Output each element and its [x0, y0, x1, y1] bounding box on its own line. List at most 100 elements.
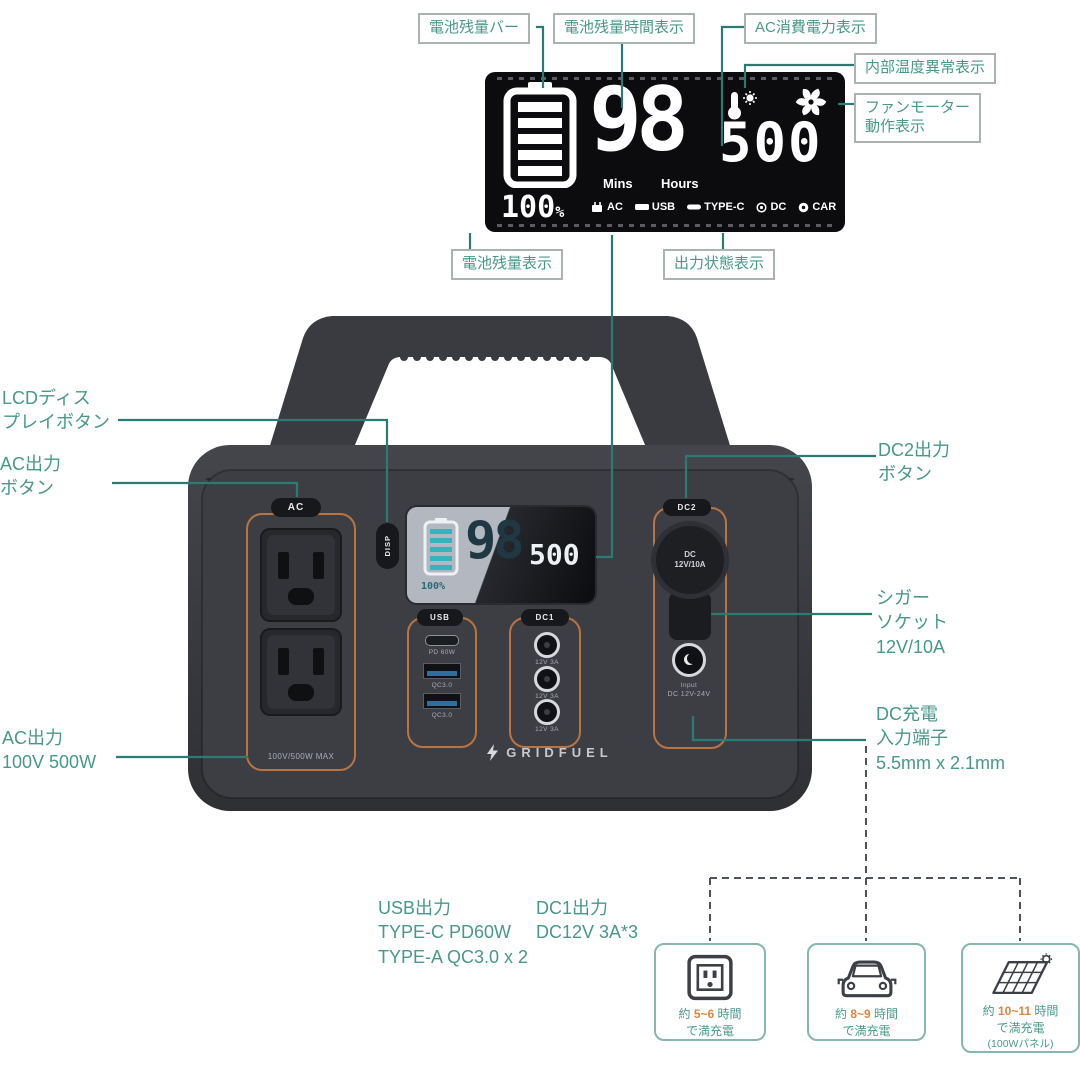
cigar-socket: DC 12V/10A [651, 521, 729, 599]
label-ac-spec-line1: AC出力 [2, 728, 64, 748]
charge-wall-suffix: 時間 [717, 1007, 742, 1021]
type-c-port-icon [687, 204, 702, 210]
charge-solar-line1: 約 10~11 時間 [983, 1002, 1059, 1019]
charge-wall-prefix: 約 [678, 1007, 691, 1021]
cigar-socket-cover-tab [669, 592, 711, 640]
label-dcin-line2: 入力端子 [876, 728, 948, 749]
car-icon [837, 960, 896, 998]
outlet-slot-icon [313, 648, 324, 675]
label-cigar-line2: ソケット [876, 612, 948, 633]
mins-label: Mins [603, 176, 633, 191]
callout-battery-remaining: 電池残量表示 [451, 249, 564, 280]
dc2-output-button: DC2 [663, 499, 711, 516]
charge-solar-prefix: 約 [982, 1004, 995, 1018]
label-usb-line1: USB出力 [378, 898, 452, 918]
callout-internal-temp: 内部温度異常表示 [854, 53, 997, 84]
charge-option-wall: 約 5~6 時間 で満充電 [654, 943, 766, 1041]
usb-c-port [425, 635, 459, 646]
output-typec-label: TYPE-C [704, 201, 745, 213]
charge-wall-line2: で満充電 [685, 1024, 734, 1038]
label-dcin-line3: 5.5mm x 2.1mm [876, 752, 1006, 773]
usb-section-tag: USB [417, 609, 463, 626]
label-ac-output-spec: AC出力 100V 500W [2, 726, 96, 775]
label-dc2-line2: ボタン [878, 464, 932, 485]
usb-a-tongue [427, 701, 457, 706]
charge-car-line2: で満充電 [842, 1024, 891, 1038]
usb-c-label: PD 60W [428, 649, 456, 656]
lcd-display-button: DISP [376, 523, 399, 569]
output-ac-label: AC [607, 201, 623, 213]
input-label-line2: DC 12V-24V [667, 691, 711, 698]
charge-solar-suffix: 時間 [1034, 1004, 1059, 1018]
screen-number: 98 [465, 511, 525, 571]
output-car: CAR [798, 201, 836, 213]
charge-wall-line1: 約 5~6 時間 [678, 1005, 741, 1022]
ac-section-button: AC [271, 498, 321, 517]
fan-icon [795, 88, 827, 116]
usb-a-port-1 [423, 663, 461, 679]
dc1-jack-2 [534, 666, 560, 692]
callout-fan-motor-line1: ファンモーター [865, 99, 971, 116]
output-ac: AC [591, 201, 623, 213]
lcd-display-mockup: 100% 98 Mins Hours [485, 72, 845, 232]
output-dc: DC [756, 201, 786, 213]
outlet-slot-icon [278, 552, 289, 579]
callout-fan-motor-line2: 動作表示 [865, 117, 926, 135]
dc1-jack-3 [534, 699, 560, 725]
output-status-row: AC USB TYPE-C DC CAR [591, 201, 836, 213]
remaining-time-value: 98 [589, 68, 689, 171]
usb-a-port-2 [423, 693, 461, 709]
label-lcd-display-button: LCDディス プレイボタン [2, 386, 110, 435]
usb-port-icon [634, 204, 649, 210]
label-dcin-line1: DC充電 [876, 704, 938, 724]
charge-solar-hours: 10~11 [997, 1004, 1032, 1018]
device-lcd-screen: 100% 98 500 [407, 507, 595, 603]
callout-battery-bar: 電池残量バー [418, 13, 531, 44]
callout-ac-power: AC消費電力表示 [744, 13, 877, 44]
lightning-icon [487, 744, 499, 761]
label-ac-spec-line2: 100V 500W [2, 752, 97, 773]
label-cigar-socket: シガー ソケット 12V/10A [876, 586, 948, 659]
label-ac-btn-line1: AC出力 [0, 454, 62, 474]
ac-plug-icon [592, 201, 602, 212]
dc1-jack-3-label: 12V 3A [535, 726, 559, 733]
usb-a-tongue [427, 671, 457, 676]
cigar-socket-line1: DC [684, 549, 696, 559]
output-usb: USB [634, 201, 675, 213]
output-dc-label: DC [770, 201, 787, 213]
solar-panel-icon [991, 953, 1052, 995]
lcd-tick-border-bottom [497, 224, 833, 227]
callout-fan-motor: ファンモーター 動作表示 [854, 93, 982, 143]
charge-car-hours: 8~9 [850, 1007, 871, 1021]
callout-battery-time: 電池残量時間表示 [553, 13, 696, 44]
label-dc2-line1: DC2出力 [878, 440, 951, 460]
dc1-jack-2-label: 12V 3A [535, 693, 559, 700]
screen-percent: 100% [421, 581, 446, 592]
disp-button-label: DISP [383, 535, 392, 557]
charge-solar-line3: (100Wパネル) [987, 1038, 1054, 1050]
charge-car-line1: 約 8~9 時間 [835, 1005, 898, 1022]
handle-opening [352, 357, 648, 452]
brand-logo: GRIDFUEL [468, 744, 632, 761]
percent-sign: % [555, 203, 565, 221]
label-lcd-line2: プレイボタン [2, 412, 110, 433]
charge-car-prefix: 約 [834, 1007, 847, 1021]
label-dc1-output: DC1出力 DC12V 3A*3 [536, 896, 638, 945]
dc-charge-input-jack [672, 643, 706, 677]
label-dc1-line2: DC12V 3A*3 [536, 922, 639, 943]
battery-percent-value: 100% [501, 190, 564, 225]
label-lcd-line1: LCDディス [2, 388, 91, 408]
outlet-ground-icon [288, 684, 314, 701]
hours-label: Hours [661, 176, 699, 191]
label-dc-charge-input: DC充電 入力端子 5.5mm x 2.1mm [876, 702, 1005, 775]
outlet-slot-icon [278, 648, 289, 675]
cigar-socket-line2: 12V/10A [674, 560, 706, 569]
label-dc1-line1: DC1出力 [536, 898, 609, 918]
wall-outlet-icon [687, 954, 733, 1001]
usb-a-2-label: QC3.0 [431, 712, 453, 719]
jack-crescent-mark [684, 654, 695, 665]
dc1-section-tag: DC1 [521, 609, 569, 626]
ac-watt-value: 500 [719, 111, 823, 174]
